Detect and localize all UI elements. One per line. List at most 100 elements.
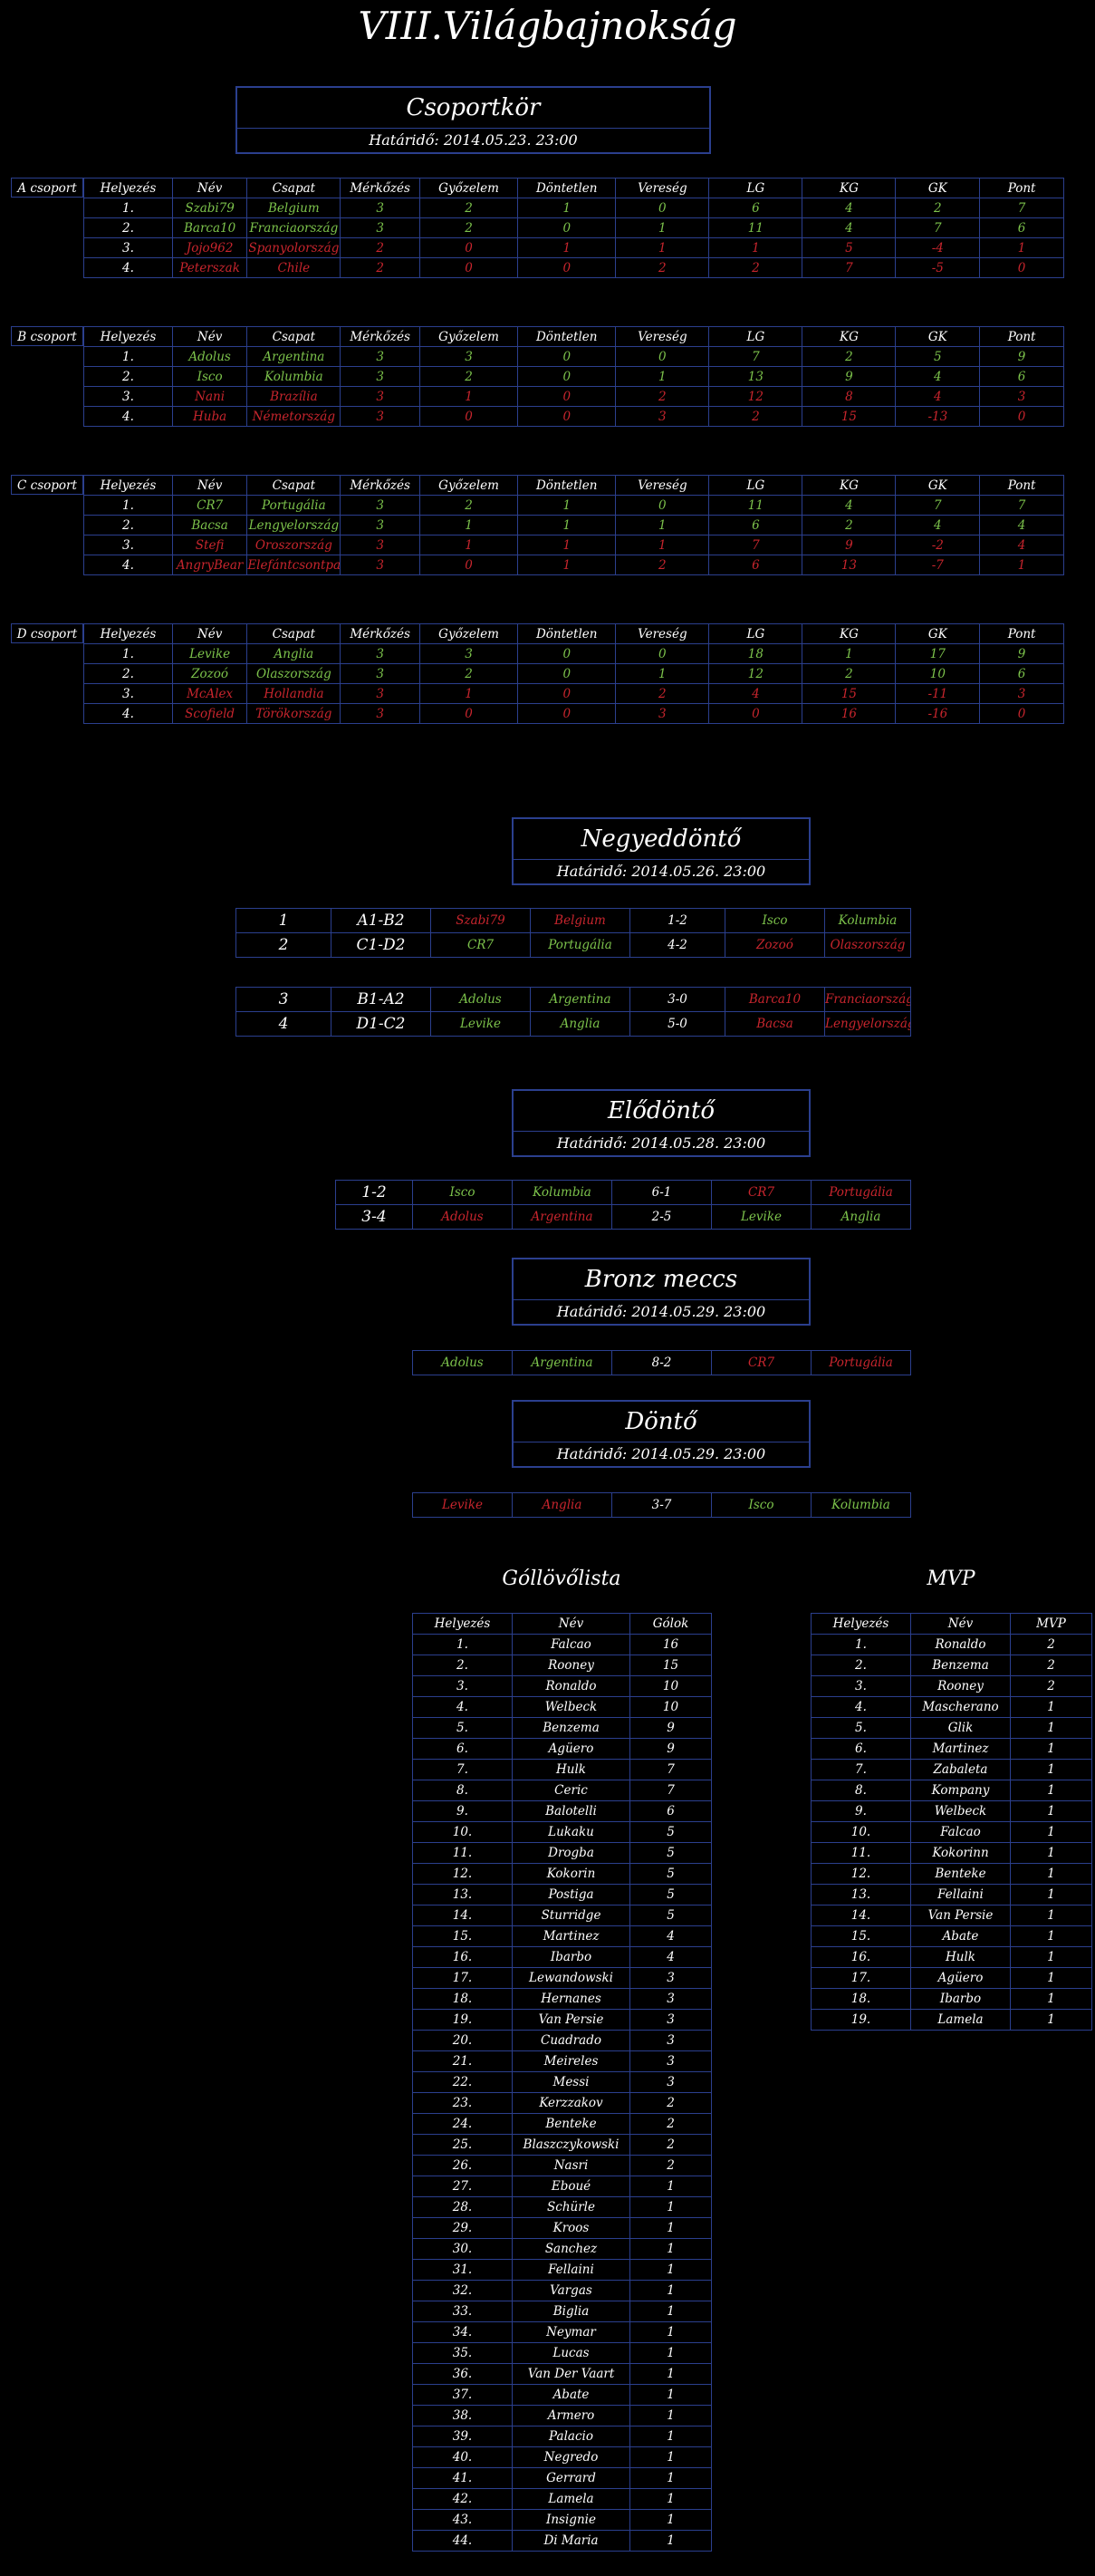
group-cell: Brazília — [246, 386, 341, 407]
scorers-cell: 1 — [629, 2405, 712, 2426]
group-header-cell: Győzelem — [418, 623, 519, 644]
quarter-final-title: Negyeddöntő — [514, 819, 809, 860]
mvp-cell: Falcao — [910, 1821, 1011, 1843]
scorers-cell: 1 — [629, 2467, 712, 2489]
scorers-cell: Nasri — [512, 2155, 630, 2176]
group-cell: 1 — [517, 237, 617, 258]
quarter-final-cell: A1-B2 — [331, 908, 431, 933]
group-cell: 10 — [895, 663, 981, 684]
group-cell: 1 — [708, 237, 803, 258]
group-cell: 0 — [615, 198, 710, 218]
final-cell: Levike — [412, 1492, 513, 1518]
scorers-cell: 13. — [412, 1884, 513, 1905]
group-cell: 18 — [708, 643, 803, 664]
group-cell: Belgium — [246, 198, 341, 218]
group-cell: 0 — [979, 703, 1064, 724]
scorers-cell: 10 — [629, 1675, 712, 1697]
group-cell: Portugália — [246, 495, 341, 516]
scorers-cell: 9. — [412, 1800, 513, 1822]
bronze-cell: Argentina — [512, 1350, 612, 1375]
scorers-cell: Martinez — [512, 1925, 630, 1947]
scorers-cell: Vargas — [512, 2280, 630, 2301]
mvp-cell: 1 — [1010, 1842, 1092, 1864]
mvp-cell: 15. — [811, 1925, 911, 1947]
group-header-cell: Helyezés — [83, 326, 173, 347]
quarter-final-cell: Portugália — [530, 932, 630, 958]
quarter-final-cell: 4-2 — [629, 932, 725, 958]
group-cell: Stefi — [171, 535, 248, 555]
mvp-cell: Benteke — [910, 1863, 1011, 1885]
scorers-cell: 6. — [412, 1738, 513, 1760]
scorers-cell: 1 — [629, 2426, 712, 2447]
group-cell: 3. — [83, 237, 173, 258]
group-cell: 12 — [708, 386, 803, 407]
group-cell: 0 — [418, 703, 519, 724]
scorers-cell: Sanchez — [512, 2238, 630, 2260]
scorers-cell: Blaszczykowski — [512, 2134, 630, 2156]
group-cell: 1 — [418, 535, 519, 555]
semi-final-deadline: Határidő: 2014.05.28. 23:00 — [556, 1134, 766, 1152]
group-cell: 3 — [418, 643, 519, 664]
quarter-final-cell: Bacsa — [725, 1011, 825, 1037]
final-panel: Döntő Határidő: 2014.05.29. 23:00 — [512, 1400, 811, 1468]
semi-final-cell: 1-2 — [335, 1180, 413, 1205]
mvp-cell: 1 — [1010, 1946, 1092, 1968]
group-cell: 1 — [979, 237, 1064, 258]
group-cell: 0 — [615, 346, 710, 367]
group-cell: 6 — [708, 555, 803, 575]
mvp-cell: Rooney — [910, 1675, 1011, 1697]
group-cell: 4 — [802, 217, 897, 238]
group-header-cell: KG — [802, 326, 897, 347]
mvp-cell: Abate — [910, 1925, 1011, 1947]
scorers-cell: Armero — [512, 2405, 630, 2426]
group-cell: 12 — [708, 663, 803, 684]
group-cell: 9 — [802, 366, 897, 387]
scorers-cell: 15 — [629, 1655, 712, 1676]
scorers-cell: 26. — [412, 2155, 513, 2176]
scorers-cell: 5 — [629, 1905, 712, 1926]
quarter-final-cell: Levike — [430, 1011, 531, 1037]
scorers-cell: 30. — [412, 2238, 513, 2260]
semi-final-cell: 3-4 — [335, 1204, 413, 1230]
scorers-cell: 22. — [412, 2071, 513, 2093]
quarter-final-cell: Zozoó — [725, 932, 825, 958]
final-cell: Anglia — [512, 1492, 612, 1518]
mvp-cell: 18. — [811, 1988, 911, 2010]
group-cell: 6 — [708, 515, 803, 535]
scorers-cell: Lucas — [512, 2342, 630, 2364]
group-cell: 1 — [517, 535, 617, 555]
scorers-cell: 1 — [629, 2321, 712, 2343]
scorers-cell: 1 — [629, 2301, 712, 2322]
final-title: Döntő — [514, 1402, 809, 1442]
group-cell: 3 — [340, 346, 420, 367]
group-cell: Hollandia — [246, 683, 341, 704]
group-cell: 0 — [517, 257, 617, 278]
mvp-cell: 1 — [1010, 1759, 1092, 1780]
bronze-title: Bronz meccs — [514, 1259, 809, 1300]
group-cell: 3 — [340, 663, 420, 684]
mvp-cell: 12. — [811, 1863, 911, 1885]
scorers-cell: 23. — [412, 2092, 513, 2114]
mvp-cell: Lamela — [910, 2009, 1011, 2031]
mvp-cell: 1 — [1010, 1821, 1092, 1843]
scorers-cell: Messi — [512, 2071, 630, 2093]
scorers-cell: Van Persie — [512, 2009, 630, 2031]
